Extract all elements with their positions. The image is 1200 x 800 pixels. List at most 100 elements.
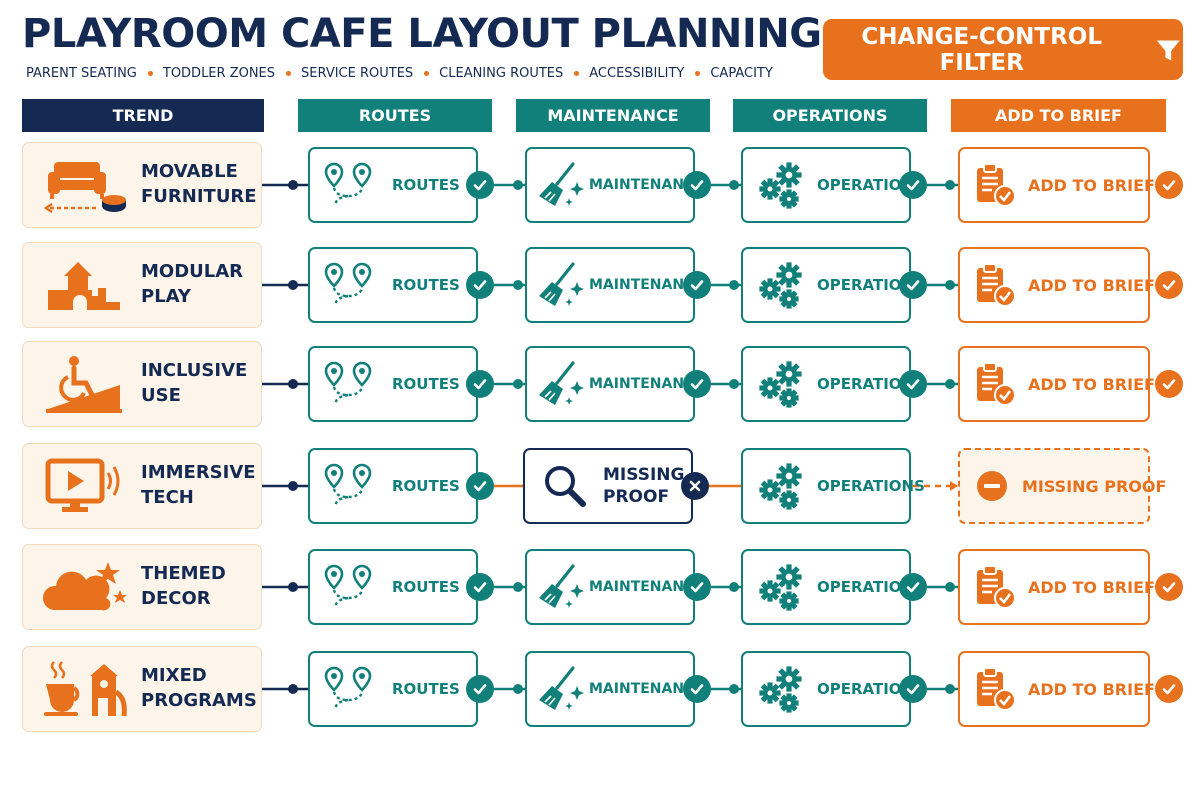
route-pins-icon [324,463,374,509]
trend-card: MOVABLE FURNITURE [22,142,262,228]
change-control-filter-button[interactable]: CHANGE-CONTROL FILTER [823,19,1183,80]
cloud-stars-icon [35,552,135,622]
trend-label: INCLUSIVE USE [141,360,248,406]
operations-step[interactable]: OPERATIONS [741,549,925,625]
operations-step[interactable]: OPERATIONS [741,147,925,223]
column-header-maintenance: MAINTENANCE [516,99,710,132]
filter-button-label: CHANGE-CONTROL FILTER [861,23,1102,76]
tag-parent-seating: PARENT SEATING [26,66,137,81]
routes-label: ROUTES [392,375,460,393]
connector-dot [945,684,955,694]
cross-icon [681,472,709,500]
broom-icon [537,361,585,407]
maintenance-label: MAINTENANCE [589,681,704,697]
trend-label: MIXED PROGRAMS [141,665,257,711]
maintenance-step[interactable]: MAINTENANCE [525,346,704,422]
clipboard-check-icon [974,564,1018,610]
routes-step[interactable]: ROUTES [308,247,478,323]
funnel-icon [1157,39,1181,60]
add-to-brief-step[interactable]: ADD TO BRIEF [958,651,1155,727]
connector-dot [729,582,739,592]
trend-card: THEMED DECOR [22,544,262,630]
maintenance-step[interactable]: MAINTENANCE [525,147,704,223]
connector-dot [513,582,523,592]
operations-label: OPERATIONS [817,477,925,495]
add-to-brief-label: ADD TO BRIEF [1028,577,1155,597]
clipboard-check-icon [974,361,1018,407]
tag-accessibility: ACCESSIBILITY [563,66,684,81]
clipboard-check-icon [974,262,1018,308]
check-icon [899,171,927,199]
missing-proof-brief[interactable]: MISSING PROOF [958,448,1166,524]
route-pins-icon [324,666,374,712]
add-to-brief-label: ADD TO BRIEF [1028,175,1155,195]
routes-step[interactable]: ROUTES [308,549,478,625]
maintenance-step[interactable]: MAINTENANCE [525,549,704,625]
route-pins-icon [324,361,374,407]
maintenance-label: MAINTENANCE [589,579,704,595]
route-pins-icon [324,162,374,208]
page-title: PLAYROOM CAFE LAYOUT PLANNING [22,11,822,57]
add-to-brief-step[interactable]: ADD TO BRIEF [958,346,1155,422]
column-header-operations: OPERATIONS [733,99,927,132]
connector-dot [729,684,739,694]
routes-step[interactable]: ROUTES [308,147,478,223]
trend-label: MODULAR PLAY [141,261,244,307]
play-blocks-icon [35,250,135,320]
check-icon [1155,675,1183,703]
check-icon [683,573,711,601]
broom-icon [537,564,585,610]
trend-label: MOVABLE FURNITURE [141,161,257,207]
tag-capacity: CAPACITY [684,66,772,81]
add-to-brief-label: ADD TO BRIEF [1028,275,1155,295]
minus-circle-icon [976,470,1008,502]
clipboard-check-icon [974,666,1018,712]
gears-icon [757,360,807,408]
gears-icon [757,462,807,510]
gears-icon [757,161,807,209]
broom-icon [537,162,585,208]
add-to-brief-step[interactable]: ADD TO BRIEF [958,247,1155,323]
route-pins-icon [324,564,374,610]
maintenance-step[interactable]: MAINTENANCE [525,247,704,323]
connector-dot [945,379,955,389]
operations-label: OPERATIONS [817,578,925,596]
check-icon [899,675,927,703]
gears-icon [757,261,807,309]
tag-toddler-zones: TODDLER ZONES [137,66,275,81]
check-icon [466,472,494,500]
add-to-brief-label: ADD TO BRIEF [1028,374,1155,394]
routes-step[interactable]: ROUTES [308,346,478,422]
routes-label: ROUTES [392,176,460,194]
add-to-brief-label: ADD TO BRIEF [1028,679,1155,699]
check-icon [899,370,927,398]
broom-icon [537,262,585,308]
operations-step[interactable]: OPERATIONS [741,247,925,323]
routes-step[interactable]: ROUTES [308,448,478,524]
check-icon [899,573,927,601]
column-header-routes: ROUTES [298,99,492,132]
operations-label: OPERATIONS [817,176,925,194]
route-pins-icon [324,262,374,308]
check-icon [1155,171,1183,199]
connector-dot [945,180,955,190]
operations-step[interactable]: OPERATIONS [741,651,925,727]
check-icon [1155,370,1183,398]
check-icon [1155,573,1183,601]
operations-step[interactable]: OPERATIONS [741,346,925,422]
add-to-brief-step[interactable]: ADD TO BRIEF [958,549,1155,625]
add-to-brief-step[interactable]: ADD TO BRIEF [958,147,1155,223]
trend-label: THEMED DECOR [141,563,226,609]
operations-step[interactable]: OPERATIONS [741,448,925,524]
trend-card: MODULAR PLAY [22,242,262,328]
maintenance-step[interactable]: MAINTENANCE [525,651,704,727]
check-icon [466,271,494,299]
connector-dot [513,684,523,694]
missing-proof-step[interactable]: MISSING PROOF [523,448,693,524]
trend-card: INCLUSIVE USE [22,341,262,427]
wheelchair-ramp-icon [35,349,135,419]
clipboard-check-icon [974,162,1018,208]
check-icon [466,370,494,398]
routes-step[interactable]: ROUTES [308,651,478,727]
